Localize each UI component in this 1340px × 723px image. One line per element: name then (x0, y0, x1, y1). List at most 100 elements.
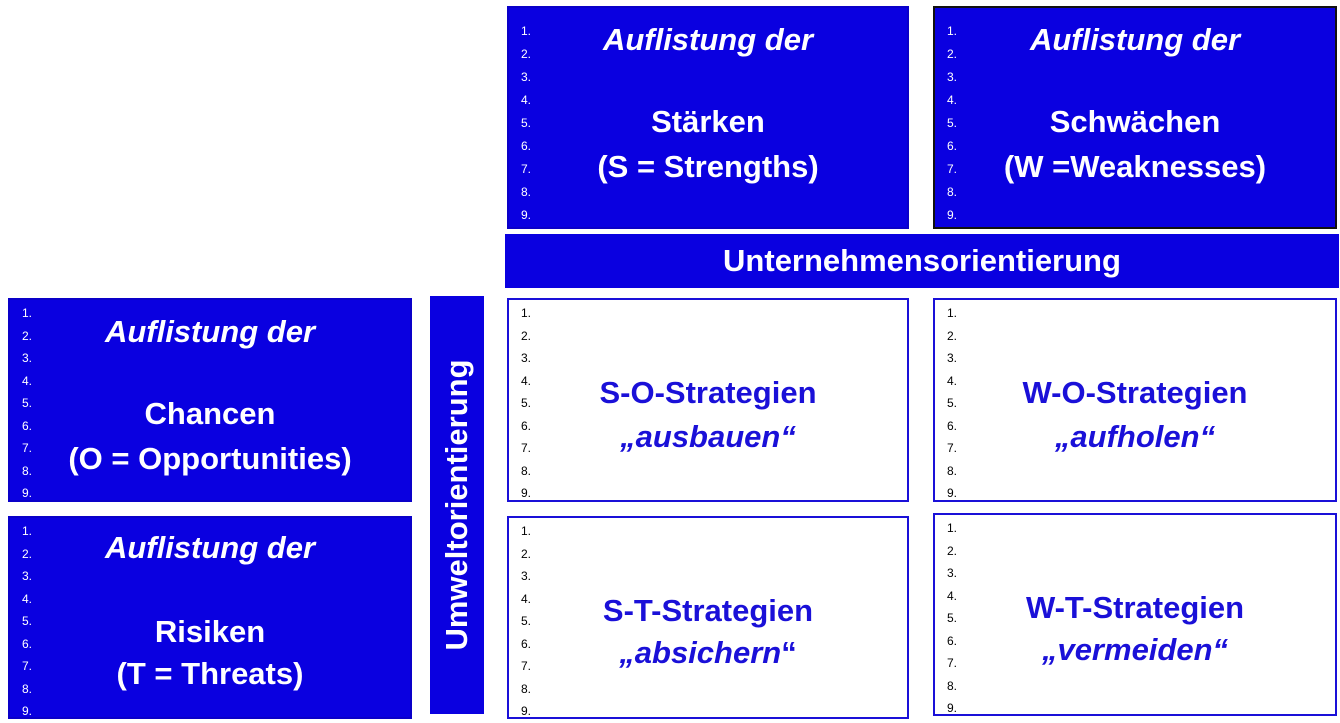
list-number: 1. (521, 24, 532, 38)
list-number: 1. (521, 306, 532, 320)
list-number: 5. (521, 396, 532, 410)
list-number: 7. (22, 659, 33, 673)
st-strategies-title: S-T-Strategien (602, 593, 814, 628)
list-number: 8. (22, 463, 33, 478)
list-number: 4. (521, 373, 532, 388)
so-strategies-box: 1.2.3.4.5.6.7.8.9. S-O-Strategien „ausba… (507, 298, 909, 502)
list-number: 8. (947, 678, 958, 693)
list-number: 5. (22, 614, 33, 628)
list-number: 3. (521, 70, 532, 84)
list-number: 2. (947, 543, 958, 558)
list-number: 2. (947, 328, 958, 343)
list-number: 1. (947, 24, 958, 38)
list-number: 3. (947, 566, 958, 580)
list-number: 9. (22, 486, 33, 500)
strengths-number-list: 1. 2. 3. 4. 5. 6. 7. 8. 9. (521, 20, 531, 227)
list-number: 2. (947, 47, 958, 61)
strengths-box: 1. 2. 3. 4. 5. 6. 7. 8. 9. Auflistung der Stärke… (507, 6, 909, 229)
list-number: 5. (521, 116, 532, 130)
environment-orientation-label: Umweltorientierung (439, 359, 474, 651)
list-number: 6. (22, 418, 33, 433)
list-number: 8. (947, 185, 958, 199)
weaknesses-title: Schwächen (1049, 104, 1221, 139)
list-number: 8. (22, 681, 33, 696)
list-number: 2. (521, 47, 532, 61)
list-number: 8. (521, 681, 532, 696)
weaknesses-subtitle: (W =Weaknesses) (1003, 149, 1267, 184)
list-number: 1. (947, 306, 958, 320)
list-number: 7. (521, 162, 532, 176)
threats-box: 1. 2. 3. 4. 5. 6. 7. 8. 9. Auflistung der Risike… (8, 516, 412, 719)
list-number: 6. (22, 636, 33, 651)
list-number: 7. (521, 659, 532, 673)
strengths-subtitle: (S = Strengths) (597, 149, 819, 184)
list-number: 3. (521, 351, 532, 365)
list-number: 3. (947, 351, 958, 365)
list-number: 1. (521, 524, 532, 538)
weaknesses-box: 1. 2. 3. 4. 5. 6. 7. 8. 9. Auflistung der Schwäc… (933, 6, 1337, 229)
list-number: 6. (521, 418, 532, 433)
weaknesses-heading: Auflistung der (1029, 22, 1241, 57)
wt-strategies-box: 1.2.3.4.5.6.7.8.9. W-T-Strategien „verme… (933, 513, 1337, 716)
strengths-heading: Auflistung der (602, 22, 814, 57)
list-number: 1. (22, 524, 33, 538)
list-number: 3. (521, 569, 532, 583)
list-number: 4. (947, 588, 958, 603)
list-number: 2. (22, 328, 33, 343)
list-number: 4. (521, 93, 532, 107)
list-number: 9. (521, 486, 532, 500)
list-number: 2. (22, 546, 33, 561)
threats-number-list: 1. 2. 3. 4. 5. 6. 7. 8. 9. (22, 520, 32, 723)
st-strategies-verb: „absichern“ (619, 635, 797, 670)
list-number: 8. (947, 463, 958, 478)
company-orientation-bar: Unternehmensorientierung (505, 234, 1339, 288)
list-number: 4. (947, 373, 958, 388)
list-number: 2. (521, 546, 532, 561)
list-number: 1. (22, 306, 33, 320)
threats-subtitle: (T = Threats) (116, 656, 304, 691)
list-number: 7. (947, 441, 958, 455)
list-number: 2. (521, 328, 532, 343)
list-number: 5. (22, 396, 33, 410)
threats-heading: Auflistung der (104, 530, 316, 565)
threats-title: Risiken (154, 614, 266, 649)
list-number: 4. (22, 591, 33, 606)
list-number: 9. (521, 208, 532, 222)
list-number: 9. (947, 208, 958, 222)
st-strategies-box: 1.2.3.4.5.6.7.8.9. S-T-Strategien „absic… (507, 516, 909, 719)
list-number: 7. (947, 656, 958, 670)
opportunities-subtitle: (O = Opportunities) (68, 441, 352, 476)
list-number: 4. (521, 591, 532, 606)
list-number: 5. (947, 116, 958, 130)
list-number: 5. (521, 614, 532, 628)
list-number: 8. (521, 185, 532, 199)
list-number: 1. (947, 521, 958, 535)
environment-orientation-bar: Umweltorientierung (430, 296, 484, 714)
strengths-title: Stärken (651, 104, 765, 139)
wt-strategies-title: W-T-Strategien (1025, 590, 1245, 625)
list-number: 7. (22, 441, 33, 455)
wo-strategies-verb: „aufholen“ (1054, 419, 1216, 454)
wo-strategies-title: W-O-Strategien (1022, 375, 1248, 410)
list-number: 8. (521, 463, 532, 478)
list-number: 7. (521, 441, 532, 455)
list-number: 7. (947, 162, 958, 176)
opportunities-heading: Auflistung der (104, 314, 316, 349)
weaknesses-number-list: 1. 2. 3. 4. 5. 6. 7. 8. 9. (947, 20, 957, 227)
opportunities-box: 1.2.3.4.5.6.7.8.9. Auflistung der Chance… (8, 298, 412, 502)
list-number: 3. (22, 569, 33, 583)
list-number: 6. (947, 139, 958, 153)
wt-number-list: 1.2.3.4.5.6.7.8.9. (947, 517, 957, 720)
st-number-list: 1.2.3.4.5.6.7.8.9. (521, 520, 531, 723)
wo-number-list: 1.2.3.4.5.6.7.8.9. (947, 302, 957, 505)
so-strategies-verb: „ausbauen“ (620, 419, 796, 454)
list-number: 4. (947, 93, 958, 107)
opportunities-number-list: 1.2.3.4.5.6.7.8.9. (22, 302, 32, 505)
list-number: 6. (521, 139, 532, 153)
list-number: 3. (947, 70, 958, 84)
wo-strategies-box: 1.2.3.4.5.6.7.8.9. W-O-Strategien „aufho… (933, 298, 1337, 502)
list-number: 6. (947, 633, 958, 648)
list-number: 3. (22, 351, 33, 365)
opportunities-title: Chancen (144, 396, 276, 431)
list-number: 9. (22, 704, 33, 718)
